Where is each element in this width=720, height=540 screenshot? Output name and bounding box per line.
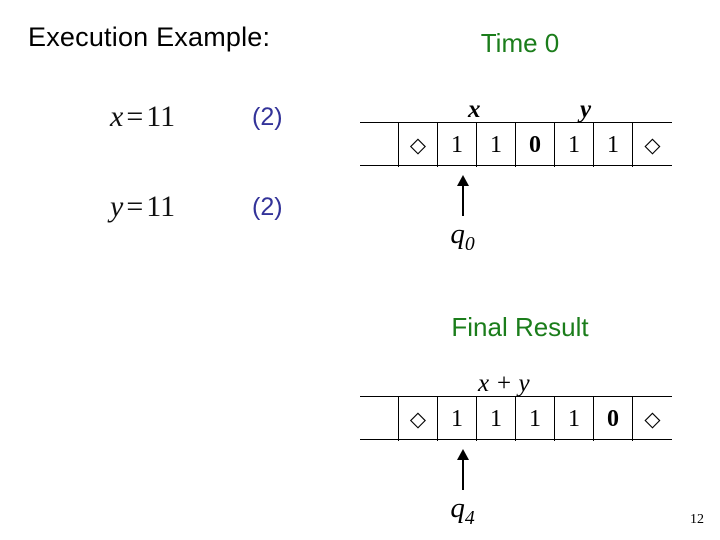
page-title: Execution Example:: [28, 22, 271, 52]
page-number: 12: [690, 512, 704, 527]
tape-final-cell-2: 1: [438, 397, 477, 441]
head-state-label-initial: q0: [450, 218, 475, 255]
tape-initial-annotation-1: y: [580, 96, 592, 123]
tape-initial-cell-7: ◇: [644, 132, 661, 157]
equation-y-variable: y: [110, 190, 124, 223]
tape-final-cell-6: 0: [594, 397, 633, 441]
equation-y-value: 11: [146, 190, 176, 223]
equation-y: y=11: [110, 190, 175, 224]
heading-time-0: Time 0: [480, 28, 560, 58]
tape-initial-cell-3: 1: [477, 123, 516, 167]
equation-x-variable: x: [110, 100, 124, 133]
tape-final-cell-4: 1: [516, 397, 555, 441]
equation-y-operator: =: [126, 190, 144, 223]
equation-x-value: 11: [146, 100, 176, 133]
head-arrow-up-icon: [433, 449, 493, 490]
tape-head-final: q4: [433, 449, 493, 530]
tape-initial-cell-1: ◇: [399, 123, 438, 167]
equation-x: x=11: [110, 100, 175, 134]
tape-final-cell-3: 1: [477, 397, 516, 441]
tape-final-cell-1: ◇: [399, 397, 438, 441]
head-state-label-final: q4: [450, 492, 475, 529]
tape-final-cell-5: 1: [555, 397, 594, 441]
tape-head-initial: q0: [433, 175, 493, 256]
tape-final-cell-7: ◇: [644, 406, 661, 431]
head-arrow-up-icon: [433, 175, 493, 216]
tape-final-cell-0: [360, 397, 399, 441]
heading-final-result: Final Result: [451, 312, 589, 342]
tape-initial-cell-4: 0: [516, 123, 555, 167]
tape-initial-annotation-0: x: [468, 96, 481, 123]
tape-initial-cell-5: 1: [555, 123, 594, 167]
step-count-y: (2): [252, 193, 283, 221]
tape-final-annotations: x + y: [360, 362, 672, 397]
tape-initial-cell-6: 1: [594, 123, 633, 167]
tape-initial-cell-0: [360, 123, 399, 167]
tape-final-annotation-0: x + y: [478, 370, 530, 397]
tape-initial-cell-2: 1: [438, 123, 477, 167]
step-count-x: (2): [252, 103, 283, 131]
equation-x-operator: =: [126, 100, 144, 133]
